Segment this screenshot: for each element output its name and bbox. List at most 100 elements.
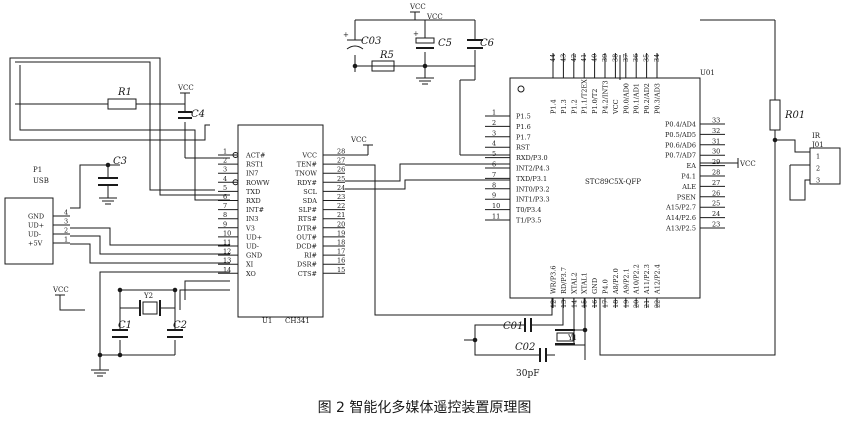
- u01-pin-name: P4.1: [681, 173, 696, 181]
- u01-pin-name: P0.6/AD6: [665, 141, 696, 149]
- u1-pin-name: INT#: [246, 206, 264, 214]
- u1-pin-number: 4: [223, 175, 227, 183]
- u01-pin-number: 42: [570, 54, 578, 62]
- u1-pin-name: ACT#: [245, 152, 265, 160]
- u01-pin-number: 40: [591, 54, 599, 62]
- u1-pin-name: ROWW: [246, 179, 270, 187]
- u1-pin-number: 22: [337, 202, 345, 210]
- u1-pin-name: RST1: [246, 161, 264, 169]
- u01-pin-number: 7: [492, 171, 496, 179]
- figure-caption: 图 2 智能化多媒体遥控装置原理图: [317, 400, 532, 416]
- u01-pin-name: P0.3/AD3: [654, 83, 662, 114]
- u01-pin-name: A15/P2.7: [665, 204, 696, 212]
- u01-pin-name: P0.1/AD1: [633, 83, 641, 114]
- usb-pin-number: 4: [64, 209, 68, 217]
- u01-pin-name: P4.2/INT3: [602, 80, 610, 114]
- u01-pin-number: 12: [550, 300, 558, 308]
- u01-pin-name: INT2/P4.3: [516, 165, 550, 173]
- u01-pin-number: 2: [492, 119, 496, 127]
- ir-ref: J01: [811, 141, 824, 149]
- svg-text:C03: C03: [361, 36, 381, 47]
- capacitor-c6: C6: [467, 38, 495, 49]
- vcc-ea: VCC: [739, 160, 756, 168]
- u01-pin-name: A14/P2.6: [665, 214, 696, 222]
- u01-pin-number: 41: [580, 54, 588, 62]
- u1-pin-number: 6: [223, 193, 227, 201]
- u1-pin-number: 8: [223, 211, 227, 219]
- svg-text:R5: R5: [379, 50, 394, 61]
- u01-pin-number: 34: [653, 54, 661, 62]
- u1-pin-number: 3: [223, 166, 227, 174]
- u1-pin-name: IN3: [246, 215, 258, 223]
- usb-pin-3: UD+3: [28, 218, 68, 230]
- u1-pin-name: TXD: [246, 188, 260, 196]
- u01-pin-number: 43: [559, 54, 567, 62]
- svg-text:VCC: VCC: [52, 286, 69, 294]
- u1-pin-number: 21: [337, 211, 345, 219]
- u01-pin-name: T0/P3.4: [516, 206, 541, 214]
- u1-pin-name: SCL: [303, 188, 317, 196]
- ir-name: IR: [812, 132, 821, 140]
- resistor-r1: R1: [100, 87, 140, 110]
- u1-pin-number: 14: [223, 266, 231, 274]
- usb-pin-name: UD-: [28, 231, 41, 239]
- u01-pin-name: P0.5/AD5: [665, 131, 696, 139]
- vcc-usb: VCC: [52, 286, 69, 296]
- u01-pin-name: INT0/P3.2: [516, 185, 550, 193]
- u01-pin-name: P4.0: [602, 279, 610, 294]
- u1-pin-name: GND: [246, 252, 262, 260]
- u1-pin-number: 24: [337, 184, 345, 192]
- u1-pin-number: 26: [337, 166, 345, 174]
- usb-pin-name: UD+: [28, 222, 44, 230]
- u01-pin-number: 19: [622, 300, 630, 308]
- u01-pin-name: P1.5: [516, 113, 531, 121]
- u1-pin-name: VCC: [301, 152, 317, 160]
- u1-pin-name: DSR#: [297, 261, 317, 269]
- u1-pin-number: 28: [337, 148, 345, 156]
- u01-pin-number: 29: [712, 158, 720, 166]
- u01-pin-name: VCC: [612, 99, 620, 115]
- wires: [9, 12, 810, 370]
- u01-pin-name: INT1/P3.3: [516, 196, 550, 204]
- svg-text:C1: C1: [118, 320, 132, 331]
- u01-pin-number: 32: [712, 127, 720, 135]
- u1-pin-name: SDA: [303, 197, 318, 205]
- svg-text:C5: C5: [438, 38, 452, 49]
- svg-text:VCC: VCC: [409, 3, 426, 11]
- u01-pin-number: 15: [581, 300, 589, 308]
- ir-pin-2: 2: [816, 165, 820, 173]
- u1-pin-number: 18: [337, 239, 345, 247]
- u01-pin-number: 6: [492, 161, 496, 169]
- u01-pin-number: 24: [712, 210, 720, 218]
- ir-pin-number: 3: [816, 177, 820, 185]
- u01-ref: U01: [700, 69, 715, 77]
- cap-value-label: 30pF: [516, 369, 539, 379]
- u1-pin-number: 11: [223, 239, 231, 247]
- u01-pin-number: 18: [612, 300, 620, 308]
- u01-pin-number: 3: [492, 129, 496, 137]
- u01-pin-name: RD/P3.7: [560, 267, 568, 294]
- u01-pin-number: 36: [632, 54, 640, 62]
- u01-pin-name: A8/P2.0: [612, 268, 620, 295]
- capacitor-c4: C4: [178, 109, 205, 120]
- u01-pin-number: 39: [601, 54, 609, 62]
